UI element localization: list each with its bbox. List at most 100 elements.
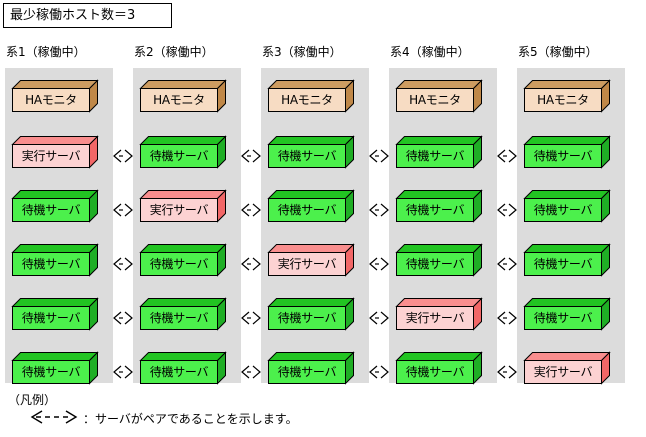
standby-server-box-3-4-front-face: 待機サーバ [268, 306, 346, 330]
pair-arrow-1-2-row-4 [113, 310, 133, 326]
standby-server-box-2-3: 待機サーバ [139, 243, 227, 277]
standby-server-box-2-3-front-face: 待機サーバ [140, 252, 218, 276]
column-header-3: 系3（稼働中） [262, 45, 342, 59]
pair-arrow-1-2-row-5 [113, 364, 133, 380]
standby-server-box-5-4: 待機サーバ [523, 297, 611, 331]
pair-arrow-2-3-row-5 [241, 364, 261, 380]
standby-server-box-5-2-3d-shell [523, 189, 611, 223]
pair-arrow-2-3-row-3 [241, 256, 261, 272]
active-server-box-1-1: 実行サーバ [11, 135, 99, 169]
active-server-box-2-2: 実行サーバ [139, 189, 227, 223]
active-server-box-3-3: 実行サーバ [267, 243, 355, 277]
active-server-box-5-5-label: 実行サーバ [533, 365, 593, 379]
cluster-column-4: 系4（稼働中）HAモニタ待機サーバ待機サーバ待機サーバ実行サーバ待機サーバ [389, 45, 497, 385]
standby-server-box-2-1: 待機サーバ [139, 135, 227, 169]
pair-arrow-4-5-row-3 [497, 256, 517, 272]
standby-server-box-1-4-front-face: 待機サーバ [12, 306, 90, 330]
pair-arrow-4-5-row-5 [497, 364, 517, 380]
standby-server-box-5-3-front-face: 待機サーバ [524, 252, 602, 276]
standby-server-box-4-3-label: 待機サーバ [405, 257, 465, 271]
active-server-box-4-4-label: 実行サーバ [405, 311, 465, 325]
active-server-box-5-5-3d-shell [523, 351, 611, 385]
column-panel-5: HAモニタ待機サーバ待機サーバ待機サーバ待機サーバ実行サーバ [517, 68, 625, 385]
standby-server-box-4-1-3d-shell [395, 135, 483, 169]
ha-monitor-box-2-3d-shell [139, 79, 227, 113]
pair-arrow-3-4-row-3 [369, 256, 389, 272]
standby-server-box-1-2: 待機サーバ [11, 189, 99, 223]
standby-server-box-5-1: 待機サーバ [523, 135, 611, 169]
cluster-column-2: 系2（稼働中）HAモニタ待機サーバ実行サーバ待機サーバ待機サーバ待機サーバ [133, 45, 241, 385]
standby-server-box-3-1: 待機サーバ [267, 135, 355, 169]
active-server-box-2-2-front-face: 実行サーバ [140, 198, 218, 222]
ha-monitor-box-3-front-face: HAモニタ [268, 88, 346, 112]
ha-monitor-box-5-front-face: HAモニタ [524, 88, 602, 112]
standby-server-box-3-4: 待機サーバ [267, 297, 355, 331]
standby-server-box-1-4-3d-shell [11, 297, 99, 331]
pair-arrow-2-3-row-1 [241, 148, 261, 164]
active-server-box-4-4-front-face: 実行サーバ [396, 306, 474, 330]
ha-monitor-box-5-label: HAモニタ [537, 93, 589, 107]
standby-server-box-2-5-front-face: 待機サーバ [140, 360, 218, 384]
standby-server-box-3-1-3d-shell [267, 135, 355, 169]
standby-server-box-4-3: 待機サーバ [395, 243, 483, 277]
column-header-5: 系5（稼働中） [518, 45, 598, 59]
standby-server-box-1-3-front-face: 待機サーバ [12, 252, 90, 276]
min-active-host-count-box: 最少稼働ホスト数＝3 [3, 3, 172, 28]
standby-server-box-3-1-label: 待機サーバ [277, 149, 337, 163]
column-panel-3: HAモニタ待機サーバ待機サーバ実行サーバ待機サーバ待機サーバ [261, 68, 369, 385]
standby-server-box-1-4-label: 待機サーバ [21, 311, 81, 325]
pair-arrow-2-3-row-2 [241, 202, 261, 218]
standby-server-box-2-4-3d-shell [139, 297, 227, 331]
pair-arrow-4-5-row-2 [497, 202, 517, 218]
standby-server-box-1-2-3d-shell [11, 189, 99, 223]
standby-server-box-4-5-front-face: 待機サーバ [396, 360, 474, 384]
ha-monitor-box-1-front-face: HAモニタ [12, 88, 90, 112]
ha-monitor-box-3-label: HAモニタ [281, 93, 333, 107]
standby-server-box-5-3-label: 待機サーバ [533, 257, 593, 271]
min-active-host-count-text: 最少稼働ホスト数＝3 [10, 8, 136, 23]
column-header-1: 系1（稼働中） [6, 45, 86, 59]
cluster-column-5: 系5（稼働中）HAモニタ待機サーバ待機サーバ待機サーバ待機サーバ実行サーバ [517, 45, 625, 385]
legend-description: サーバがペアであることを示します。 [95, 412, 298, 426]
standby-server-box-3-2-front-face: 待機サーバ [268, 198, 346, 222]
standby-server-box-5-2-label: 待機サーバ [533, 203, 593, 217]
standby-server-box-3-2: 待機サーバ [267, 189, 355, 223]
standby-server-box-5-1-front-face: 待機サーバ [524, 144, 602, 168]
cluster-column-1: 系1（稼働中）HAモニタ実行サーバ待機サーバ待機サーバ待機サーバ待機サーバ [5, 45, 113, 385]
standby-server-box-3-2-label: 待機サーバ [277, 203, 337, 217]
standby-server-box-2-4-front-face: 待機サーバ [140, 306, 218, 330]
ha-monitor-box-1: HAモニタ [11, 79, 99, 113]
pair-arrow-3-4-row-4 [369, 310, 389, 326]
standby-server-box-3-1-front-face: 待機サーバ [268, 144, 346, 168]
standby-server-box-2-5-label: 待機サーバ [149, 365, 209, 379]
pair-arrow-3-4-row-5 [369, 364, 389, 380]
ha-monitor-box-1-label: HAモニタ [25, 93, 77, 107]
standby-server-box-5-2: 待機サーバ [523, 189, 611, 223]
standby-server-box-4-5-label: 待機サーバ [405, 365, 465, 379]
standby-server-box-5-1-3d-shell [523, 135, 611, 169]
ha-monitor-box-4-front-face: HAモニタ [396, 88, 474, 112]
standby-server-box-1-2-label: 待機サーバ [21, 203, 81, 217]
active-server-box-4-4-3d-shell [395, 297, 483, 331]
standby-server-box-4-3-front-face: 待機サーバ [396, 252, 474, 276]
legend: （凡例） ： サーバがペアであることを示します。 [8, 393, 638, 428]
ha-monitor-box-2-front-face: HAモニタ [140, 88, 218, 112]
standby-server-box-3-5-front-face: 待機サーバ [268, 360, 346, 384]
legend-heading: （凡例） [8, 393, 57, 407]
pair-arrow-1-2-row-3 [113, 256, 133, 272]
standby-server-box-4-5-3d-shell [395, 351, 483, 385]
standby-server-box-2-1-front-face: 待機サーバ [140, 144, 218, 168]
standby-server-box-4-1-front-face: 待機サーバ [396, 144, 474, 168]
active-server-box-3-3-front-face: 実行サーバ [268, 252, 346, 276]
standby-server-box-2-3-3d-shell [139, 243, 227, 277]
standby-server-box-1-4: 待機サーバ [11, 297, 99, 331]
active-server-box-2-2-3d-shell [139, 189, 227, 223]
column-panel-4: HAモニタ待機サーバ待機サーバ待機サーバ実行サーバ待機サーバ [389, 68, 497, 385]
standby-server-box-4-2-label: 待機サーバ [405, 203, 465, 217]
standby-server-box-5-3: 待機サーバ [523, 243, 611, 277]
active-server-box-1-1-label: 実行サーバ [21, 149, 81, 163]
standby-server-box-2-5: 待機サーバ [139, 351, 227, 385]
legend-separator: ： [83, 412, 96, 426]
column-panel-2: HAモニタ待機サーバ実行サーバ待機サーバ待機サーバ待機サーバ [133, 68, 241, 385]
pair-arrow-3-4-row-2 [369, 202, 389, 218]
